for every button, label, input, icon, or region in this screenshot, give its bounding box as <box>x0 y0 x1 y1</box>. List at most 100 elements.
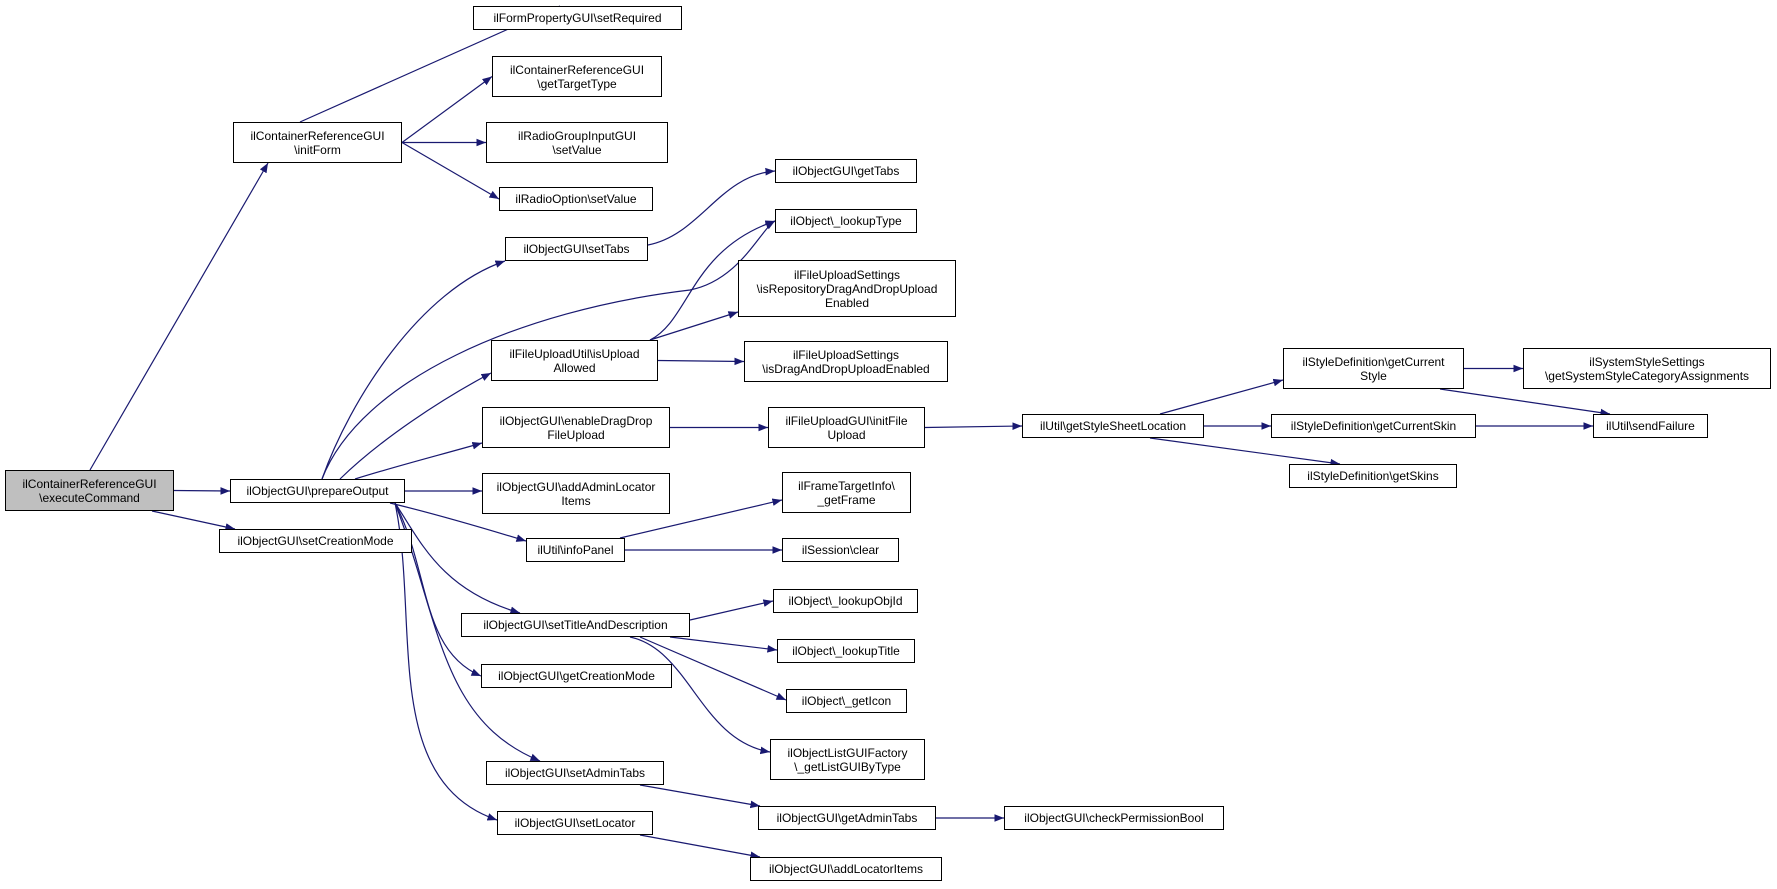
edge-prepareOutput-to-infoPanel <box>389 502 527 542</box>
node-lookup-type[interactable]: ilObject\_lookupType <box>775 209 917 233</box>
node-send-failure[interactable]: ilUtil\sendFailure <box>1593 414 1708 438</box>
node-lookup-title[interactable]: ilObject\_lookupTitle <box>777 639 915 663</box>
node-lookup-obj-id[interactable]: ilObject\_lookupObjId <box>773 589 918 613</box>
node-get-list-g-u-i-by-type[interactable]: ilObjectListGUIFactory\_getListGUIByType <box>770 739 925 780</box>
node-radio-group-set-value[interactable]: ilRadioGroupInputGUI\setValue <box>486 122 668 163</box>
node-label-line: \isDragAndDropUploadEnabled <box>762 361 930 376</box>
node-set-required[interactable]: ilFormPropertyGUI\setRequired <box>473 6 682 30</box>
edge-initFileUpload-to-getStyleSheetLocation <box>924 422 1023 430</box>
edge-setTitleAndDescription-to-lookupTitle <box>669 636 778 653</box>
node-label-line: \getSystemStyleCategoryAssignments <box>1544 368 1750 383</box>
node-get-style-sheet-location[interactable]: ilUtil\getStyleSheetLocation <box>1022 414 1204 438</box>
node-label-line: ilObjectGUI\addLocatorItems <box>768 862 924 876</box>
node-label-line: \isRepositoryDragAndDropUpload <box>756 281 938 296</box>
node-add-locator-items[interactable]: ilObjectGUI\addLocatorItems <box>750 857 942 881</box>
node-get-system-style-cat[interactable]: ilSystemStyleSettings\getSystemStyleCate… <box>1523 348 1771 389</box>
edge-executeCommand-to-prepareOutput <box>173 487 231 495</box>
edge-initForm-to-radioOptionSetValue <box>401 141 500 200</box>
node-get-frame[interactable]: ilFrameTargetInfo\_getFrame <box>782 472 911 513</box>
edge-isUploadAllowed-to-isDragDrop <box>657 357 745 366</box>
node-label-line: ilObject\_lookupType <box>790 214 902 228</box>
node-label-line: ilStyleDefinition\getCurrent <box>1302 354 1445 369</box>
node-label-line: ilObjectGUI\enableDragDrop <box>499 413 653 428</box>
edge-prepareOutput-to-setTitleAndDescription <box>394 502 521 615</box>
node-get-current-skin[interactable]: ilStyleDefinition\getCurrentSkin <box>1271 414 1476 438</box>
node-is-repo-drag-drop[interactable]: ilFileUploadSettings\isRepositoryDragAnd… <box>738 260 956 317</box>
node-label-line: ilContainerReferenceGUI <box>509 62 645 77</box>
node-label-line: ilObjectGUI\getAdminTabs <box>776 811 918 825</box>
node-label-line: Items <box>561 493 591 508</box>
edge-setTitleAndDescription-to-lookupObjId <box>689 599 774 621</box>
node-label-line: ilObjectGUI\setCreationMode <box>237 534 394 548</box>
node-execute-command[interactable]: ilContainerReferenceGUI\executeCommand <box>5 470 174 511</box>
node-label-line: ilRadioOption\setValue <box>515 192 637 206</box>
node-set-title-and-description[interactable]: ilObjectGUI\setTitleAndDescription <box>461 613 690 637</box>
node-label-line: ilContainerReferenceGUI <box>250 128 385 143</box>
node-label-line: ilUtil\sendFailure <box>1606 419 1695 433</box>
edge-setTabs-to-getTabs <box>647 167 776 246</box>
node-init-form[interactable]: ilContainerReferenceGUI\initForm <box>233 122 402 163</box>
node-label-line: \_getListGUIByType <box>794 759 901 774</box>
node-label-line: ilObjectGUI\getTabs <box>792 164 900 178</box>
node-label-line: Enabled <box>824 295 870 310</box>
node-label-line: ilSession\clear <box>801 543 880 557</box>
edge-setTitleAndDescription-to-getIcon <box>639 636 787 701</box>
node-is-drag-drop[interactable]: ilFileUploadSettings\isDragAndDropUpload… <box>744 341 948 382</box>
node-label-line: ilObjectGUI\addAdminLocator <box>496 479 656 494</box>
node-info-panel[interactable]: ilUtil\infoPanel <box>526 538 625 562</box>
node-set-tabs[interactable]: ilObjectGUI\setTabs <box>505 237 648 261</box>
node-label-line: ilObject\_getIcon <box>801 694 892 708</box>
node-label-line: ilObjectGUI\checkPermissionBool <box>1024 811 1204 825</box>
node-prepare-output[interactable]: ilObjectGUI\prepareOutput <box>230 479 405 503</box>
node-label-line: ilSystemStyleSettings <box>1589 354 1705 369</box>
node-label-line: ilUtil\getStyleSheetLocation <box>1039 419 1187 433</box>
node-label-line: ilObjectGUI\setAdminTabs <box>504 766 646 780</box>
node-check-permission-bool[interactable]: ilObjectGUI\checkPermissionBool <box>1004 806 1224 830</box>
edge-executeCommand-to-initForm <box>89 162 269 471</box>
edge-setLocator-to-addLocatorItems <box>639 834 761 860</box>
edge-prepareOutput-to-isUploadAllowed <box>339 372 492 480</box>
edge-getStyleSheetLocation-to-getCurrentStyle <box>1159 378 1284 415</box>
edge-getStyleSheetLocation-to-getSkins <box>1149 437 1341 467</box>
node-set-admin-tabs[interactable]: ilObjectGUI\setAdminTabs <box>486 761 664 785</box>
node-label-line: ilRadioGroupInputGUI <box>517 128 637 143</box>
node-label-line: ilObjectListGUIFactory <box>787 745 908 760</box>
node-get-admin-tabs[interactable]: ilObjectGUI\getAdminTabs <box>758 806 936 830</box>
edge-isUploadAllowed-to-lookupType <box>649 220 776 341</box>
node-label-line: ilUtil\infoPanel <box>537 543 614 557</box>
node-label-line: ilObjectGUI\prepareOutput <box>246 484 389 498</box>
node-label-line: ilFileUploadGUI\initFile <box>785 413 908 428</box>
node-get-creation-mode[interactable]: ilObjectGUI\getCreationMode <box>481 664 672 688</box>
edge-initForm-to-getTargetType <box>401 76 493 143</box>
node-set-creation-mode[interactable]: ilObjectGUI\setCreationMode <box>219 529 412 553</box>
edge-executeCommand-to-setCreationMode <box>151 510 236 531</box>
node-get-skins[interactable]: ilStyleDefinition\getSkins <box>1289 464 1457 488</box>
node-label-line: ilStyleDefinition\getCurrentSkin <box>1290 419 1457 433</box>
node-label-line: \executeCommand <box>39 490 140 505</box>
node-label-line: ilObject\_lookupObjId <box>788 594 903 608</box>
node-label-line: ilFormPropertyGUI\setRequired <box>493 11 662 25</box>
node-label-line: ilObjectGUI\setTabs <box>523 242 630 256</box>
edge-setTitleAndDescription-to-getListGUIByType <box>629 636 771 755</box>
node-set-locator[interactable]: ilObjectGUI\setLocator <box>497 811 653 835</box>
node-label-line: \getTargetType <box>537 76 617 91</box>
node-label-line: ilObject\_lookupTitle <box>792 644 900 658</box>
node-get-icon[interactable]: ilObject\_getIcon <box>786 689 907 713</box>
node-label-line: ilFileUploadSettings <box>793 267 901 282</box>
node-label-line: Upload <box>827 427 866 442</box>
node-radio-option-set-value[interactable]: ilRadioOption\setValue <box>499 187 653 211</box>
node-session-clear[interactable]: ilSession\clear <box>782 538 899 562</box>
node-label-line: _getFrame <box>817 492 876 507</box>
node-label-line: Allowed <box>553 360 596 375</box>
node-label-line: ilFileUploadSettings <box>792 347 900 362</box>
node-label-line: ilContainerReferenceGUI <box>22 476 157 491</box>
node-get-tabs[interactable]: ilObjectGUI\getTabs <box>775 159 917 183</box>
edge-isUploadAllowed-to-isRepoDragDrop <box>649 311 739 341</box>
node-label-line: ilObjectGUI\setLocator <box>514 816 636 830</box>
node-get-target-type[interactable]: ilContainerReferenceGUI\getTargetType <box>492 56 662 97</box>
